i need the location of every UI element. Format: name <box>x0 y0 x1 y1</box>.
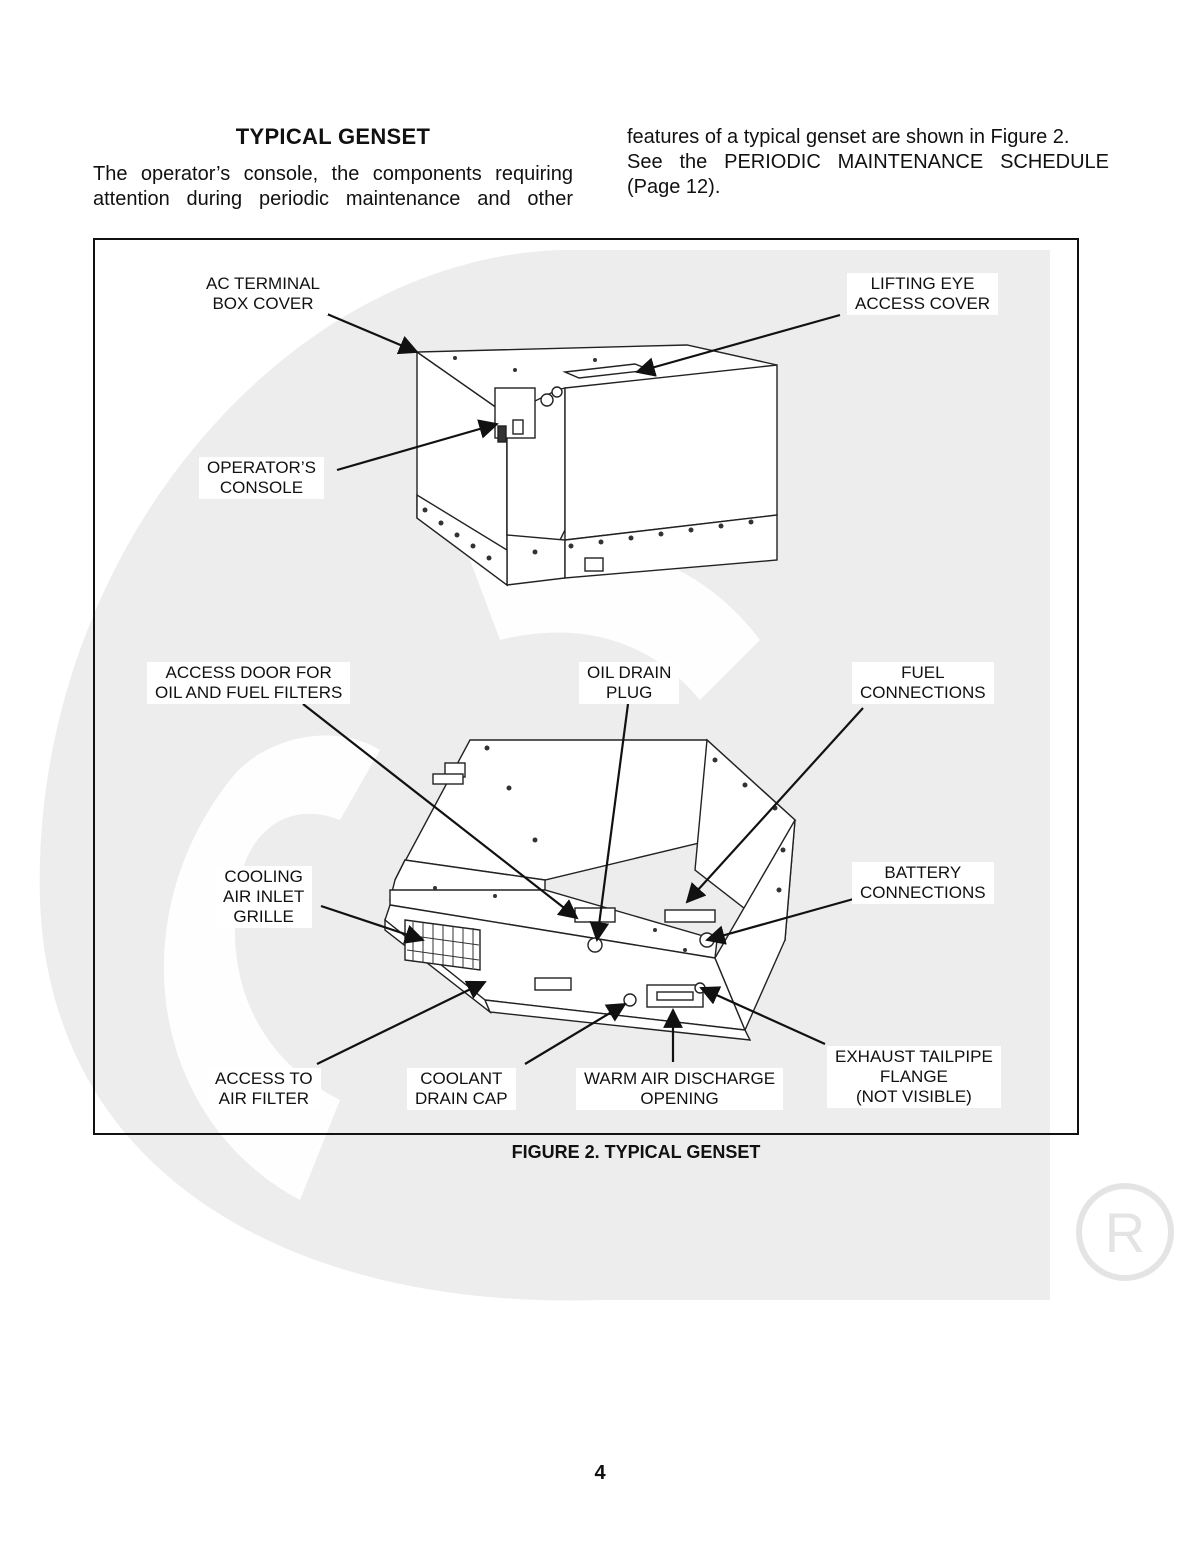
callout-line: EXHAUST TAILPIPE <box>835 1047 993 1066</box>
page-number: 4 <box>594 1462 606 1484</box>
callout-line: FUEL <box>901 663 945 682</box>
callout-line: AIR FILTER <box>218 1089 309 1108</box>
intro-right-line-1: features of a typical genset are shown i… <box>627 126 1070 148</box>
callout-access-to-air-filter: ACCESS TO AIR FILTER <box>207 1068 321 1110</box>
registered-mark-icon <box>1076 1183 1174 1281</box>
callout-line: CONSOLE <box>219 478 304 497</box>
arrow-exhaust-tailpipe <box>699 986 826 1046</box>
callout-operators-console: OPERATOR’S CONSOLE <box>199 457 324 499</box>
arrow-oil-drain <box>589 703 630 942</box>
callout-line: DRAIN CAP <box>415 1089 508 1108</box>
callout-coolant-drain-cap: COOLANT DRAIN CAP <box>407 1068 516 1110</box>
callout-line: ACCESS TO <box>215 1069 313 1088</box>
callout-line: OPENING <box>640 1089 719 1108</box>
arrow-cooling-air <box>320 904 425 944</box>
arrow-lifting-eye <box>635 313 841 377</box>
figure-caption: FIGURE 2. TYPICAL GENSET <box>511 1142 761 1162</box>
arrow-fuel-connections <box>685 707 864 904</box>
callout-line: OIL DRAIN <box>587 663 672 682</box>
intro-paragraph-right: features of a typical genset are shown i… <box>627 125 1109 200</box>
callout-fuel-connections: FUEL CONNECTIONS <box>852 662 994 704</box>
callout-cooling-air-inlet-grille: COOLING AIR INLET GRILLE <box>215 866 313 928</box>
callout-ac-terminal-box-cover: AC TERMINAL BOX COVER <box>198 273 328 315</box>
arrow-battery-connections <box>705 896 858 945</box>
callout-line: COOLING <box>224 867 303 886</box>
callout-line: OPERATOR’S <box>207 458 316 477</box>
callout-line: BATTERY <box>884 863 962 882</box>
intro-right-line-3: (Page 12). <box>627 176 721 198</box>
callout-line: CONNECTIONS <box>860 883 986 902</box>
callout-line: BOX COVER <box>212 294 314 313</box>
genset-bottom-view <box>384 738 797 1041</box>
callout-access-door-filters: ACCESS DOOR FOR OIL AND FUEL FILTERS <box>147 662 351 704</box>
intro-right-line-2: See the PERIODIC MAINTENANCE SCHEDULE <box>627 151 1109 173</box>
callout-line: PLUG <box>606 683 653 702</box>
arrow-ac-terminal <box>326 312 419 355</box>
callout-lifting-eye-access-cover: LIFTING EYE ACCESS COVER <box>847 273 999 315</box>
callout-line: WARM AIR DISCHARGE <box>584 1069 776 1088</box>
arrow-access-air-filter <box>316 980 487 1065</box>
callout-line: COOLANT <box>420 1069 503 1088</box>
callout-line: AC TERMINAL <box>206 274 320 293</box>
callout-line: (NOT VISIBLE) <box>855 1087 972 1106</box>
callout-line: ACCESS DOOR FOR <box>165 663 332 682</box>
genset-top-view <box>414 344 778 587</box>
figure-2-box: AC TERMINAL BOX COVER LIFTING EYE ACCESS… <box>93 238 1079 1135</box>
arrow-operators-console <box>336 419 499 472</box>
callout-line: CONNECTIONS <box>860 683 986 702</box>
callout-battery-connections: BATTERY CONNECTIONS <box>852 862 994 904</box>
callout-warm-air-discharge-opening: WARM AIR DISCHARGE OPENING <box>576 1068 784 1110</box>
intro-paragraph-left: The operator’s console, the components r… <box>93 163 573 210</box>
callout-line: ACCESS COVER <box>855 294 991 313</box>
callout-exhaust-tailpipe-flange: EXHAUST TAILPIPE FLANGE (NOT VISIBLE) <box>827 1046 1001 1108</box>
callout-line: AIR INLET <box>223 887 305 906</box>
arrow-coolant-drain <box>524 1002 627 1065</box>
genset-illustration <box>302 312 864 1065</box>
callout-oil-drain-plug: OIL DRAIN PLUG <box>579 662 680 704</box>
arrow-access-door <box>302 703 579 920</box>
callout-line: GRILLE <box>233 907 294 926</box>
callout-line: FLANGE <box>879 1067 948 1086</box>
callout-line: OIL AND FUEL FILTERS <box>155 683 343 702</box>
callout-line: LIFTING EYE <box>870 274 975 293</box>
leader-arrows <box>302 312 864 1065</box>
section-heading: TYPICAL GENSET <box>235 124 431 149</box>
svg-text:R: R <box>1105 1201 1145 1264</box>
